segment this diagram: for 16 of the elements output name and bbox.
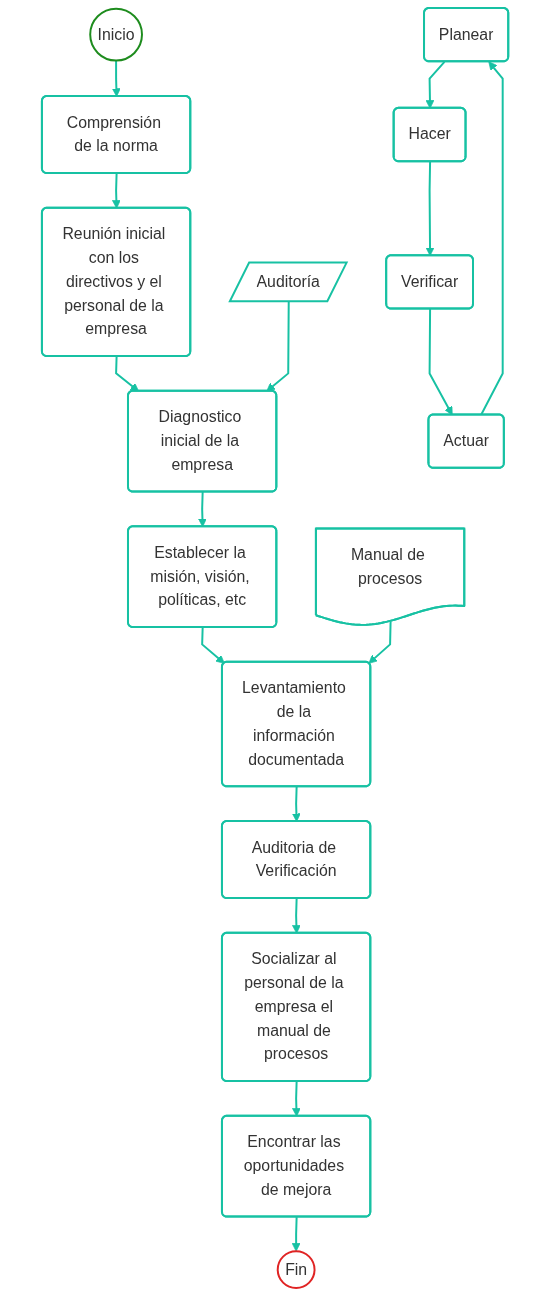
- arrow: [292, 897, 302, 934]
- arrow: [292, 785, 302, 822]
- arrow: [426, 160, 435, 257]
- arrow: [198, 491, 208, 528]
- arrow: [429, 308, 454, 416]
- arrow: [112, 172, 122, 209]
- arrow: [292, 1080, 302, 1117]
- arrow: [112, 59, 122, 97]
- arrow: [292, 1216, 301, 1252]
- node-circle: Inicio: [89, 7, 144, 62]
- arrow: [201, 626, 226, 664]
- node-circle: Fin: [277, 1250, 316, 1290]
- arrow: [426, 60, 446, 109]
- arrow: [368, 620, 392, 664]
- arrow: [115, 355, 140, 392]
- arrow: [480, 61, 505, 416]
